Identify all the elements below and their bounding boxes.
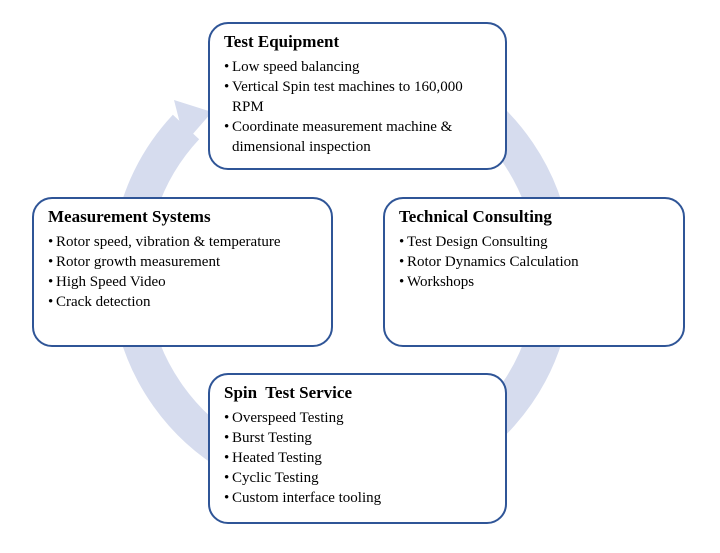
technical-consulting-item: Workshops: [399, 272, 671, 292]
technical-consulting-item: Test Design Consulting: [399, 232, 671, 252]
spin-test-service-list: Overspeed Testing Burst Testing Heated T…: [224, 408, 493, 508]
spin-test-service-item: Overspeed Testing: [224, 408, 493, 428]
measurement-systems-item: High Speed Video: [48, 272, 319, 292]
measurement-systems-item: Rotor speed, vibration & temperature: [48, 232, 319, 252]
test-equipment-item: Coordinate measurement machine & dimensi…: [224, 117, 493, 157]
technical-consulting-box: Technical Consulting Test Design Consult…: [383, 197, 685, 347]
test-equipment-title: Test Equipment: [224, 32, 340, 51]
technical-consulting-list: Test Design Consulting Rotor Dynamics Ca…: [399, 232, 671, 292]
test-equipment-item: Vertical Spin test machines to 160,000 R…: [224, 77, 493, 117]
measurement-systems-box: Measurement Systems Rotor speed, vibrati…: [32, 197, 333, 347]
technical-consulting-item: Rotor Dynamics Calculation: [399, 252, 671, 272]
spin-test-service-item: Cyclic Testing: [224, 468, 493, 488]
test-equipment-item: Low speed balancing: [224, 57, 493, 77]
cycle-arrowhead: [174, 100, 212, 143]
measurement-systems-list: Rotor speed, vibration & temperature Rot…: [48, 232, 319, 312]
spin-test-service-title: Spin Test Service: [224, 383, 352, 402]
test-equipment-list: Low speed balancing Vertical Spin test m…: [224, 57, 493, 157]
test-equipment-box: Test Equipment Low speed balancing Verti…: [208, 22, 507, 170]
measurement-systems-item: Rotor growth measurement: [48, 252, 319, 272]
spin-test-service-box: Spin Test Service Overspeed Testing Burs…: [208, 373, 507, 524]
spin-test-service-item: Heated Testing: [224, 448, 493, 468]
spin-test-service-item: Custom interface tooling: [224, 488, 493, 508]
measurement-systems-title: Measurement Systems: [48, 207, 211, 226]
measurement-systems-item: Crack detection: [48, 292, 319, 312]
technical-consulting-title: Technical Consulting: [399, 207, 552, 226]
spin-test-service-item: Burst Testing: [224, 428, 493, 448]
